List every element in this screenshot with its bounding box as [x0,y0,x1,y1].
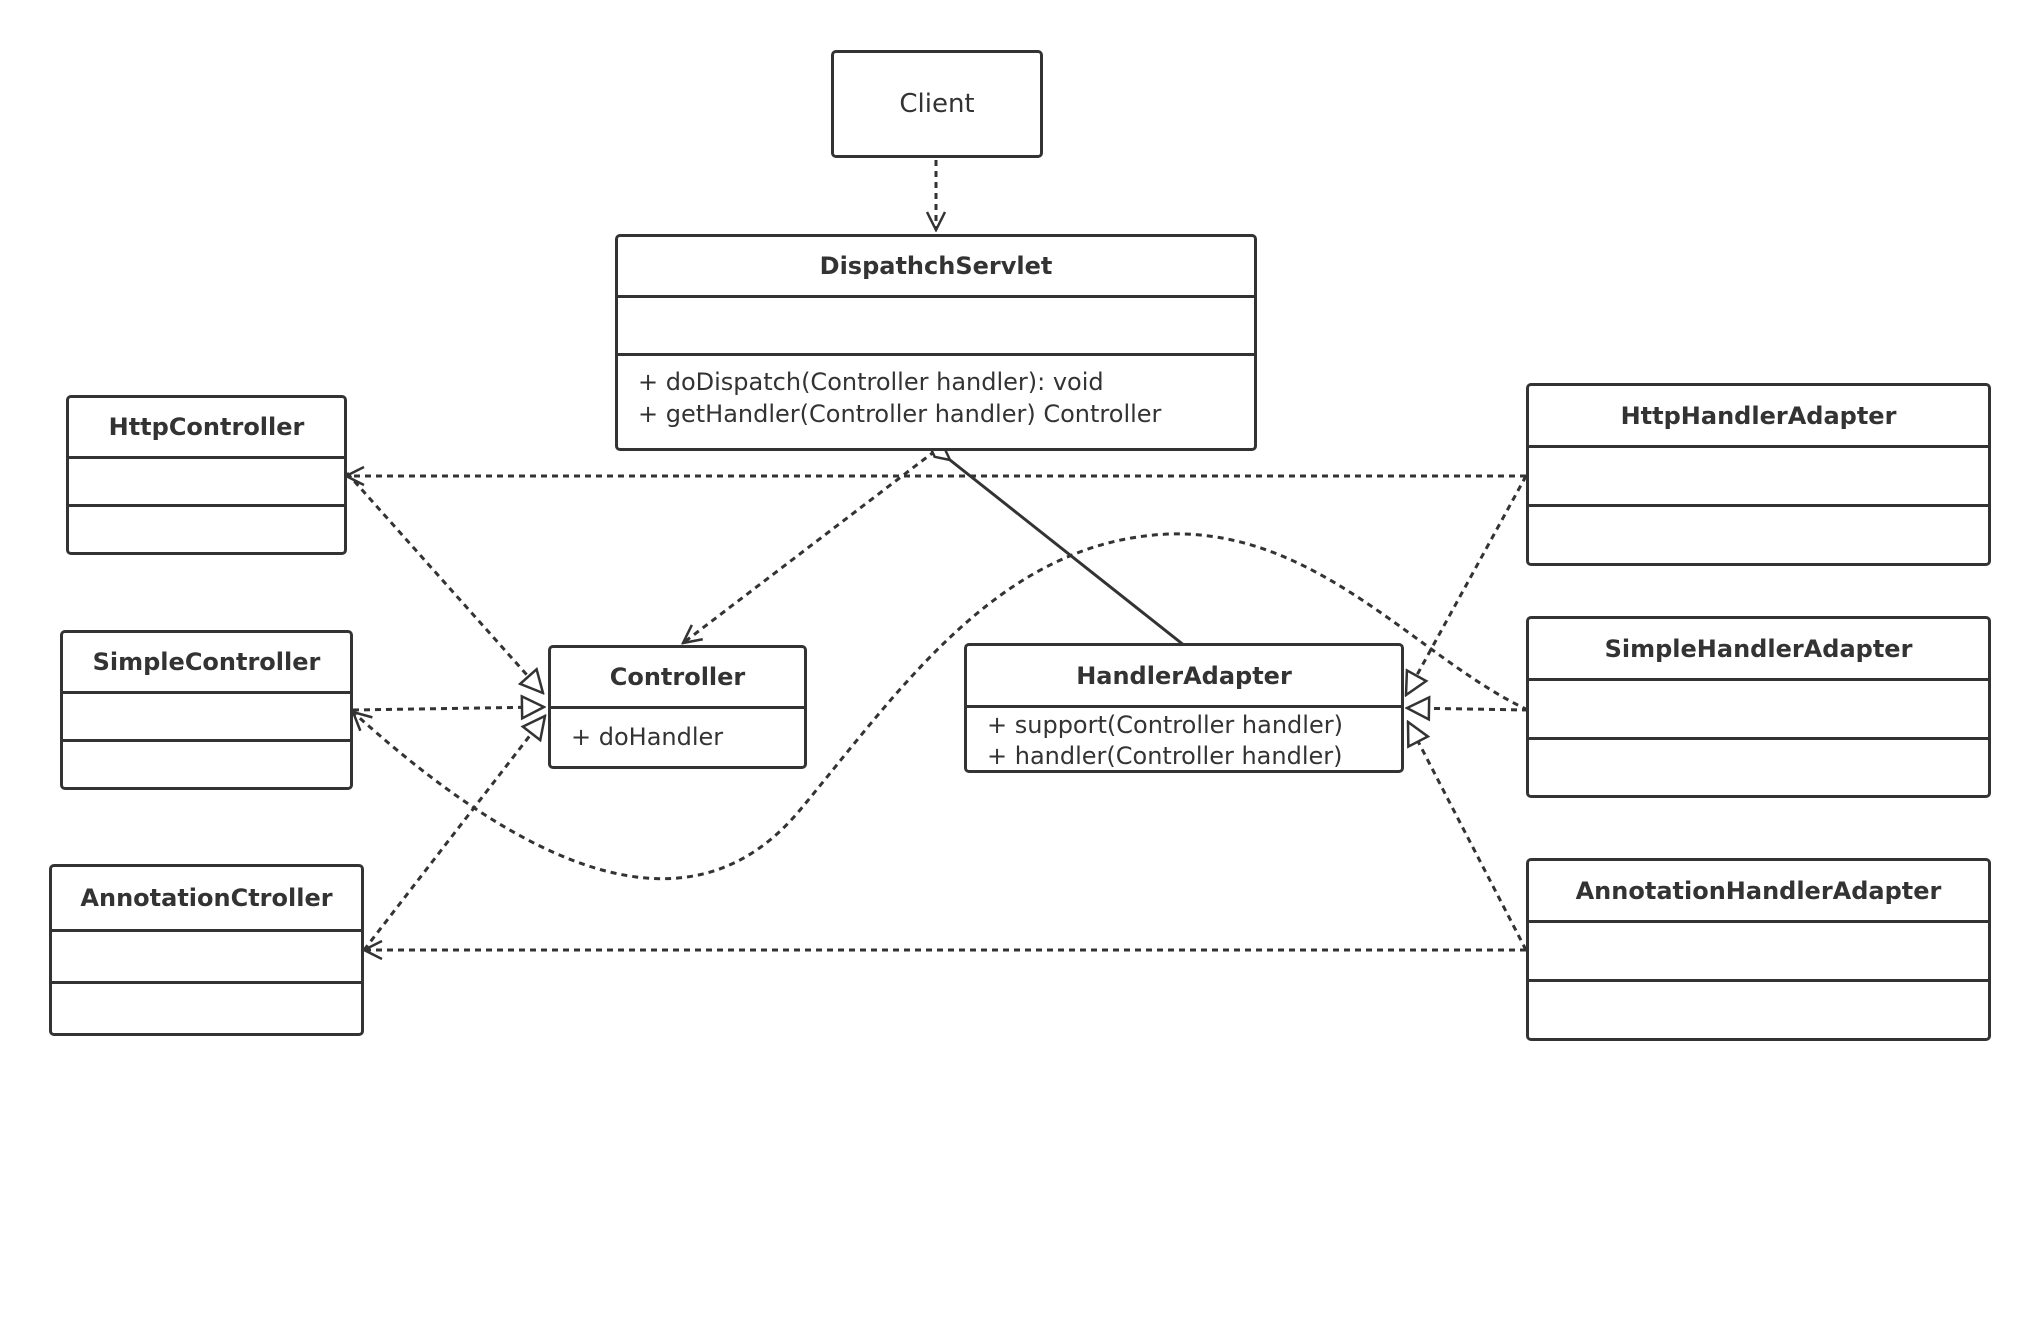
client-class: Client [831,50,1043,158]
http-controller-attributes [69,456,344,504]
http-controller-class-name: HttpController [108,413,305,441]
simple-controller-class: SimpleController [60,630,353,790]
annotation-handler-adapter-class-name: AnnotationHandlerAdapter [1575,876,1942,905]
http-handler-adapter-class-name: HttpHandlerAdapter [1620,401,1897,430]
controller-interface: Controller + doHandler [548,645,807,769]
http-handler-adapter-operations [1529,504,1988,563]
edge-dispatch-aggregates-handleradapter [950,460,1186,648]
dispatch-servlet-operation: + getHandler(Controller handler) Control… [638,400,1162,428]
handler-adapter-interface-operation: + handler(Controller handler) [987,742,1343,770]
dispatch-servlet-operations: + doDispatch(Controller handler): void +… [618,353,1254,448]
edge-httpcontroller-realizes-controller [345,472,543,693]
controller-interface-name: Controller [609,663,746,691]
edge-simplehandleradapter-realizes-handleradapter [1407,708,1529,710]
simple-handler-adapter-class-name: SimpleHandlerAdapter [1604,634,1913,663]
http-controller-operations [69,504,344,552]
simple-controller-operations [63,739,350,787]
edge-annotationcontroller-realizes-controller [362,716,545,951]
annotation-controller-class-name: AnnotationCtroller [80,884,333,912]
handler-adapter-interface: HandlerAdapter + support(Controller hand… [964,643,1404,773]
http-handler-adapter-attributes [1529,445,1988,504]
simple-handler-adapter-attributes [1529,678,1988,737]
dispatch-servlet-operation: + doDispatch(Controller handler): void [638,368,1104,396]
handler-adapter-interface-operation: + support(Controller handler) [987,711,1343,739]
http-controller-class: HttpController [66,395,347,555]
http-handler-adapter-class: HttpHandlerAdapter [1526,383,1991,566]
annotation-handler-adapter-attributes [1529,920,1988,979]
controller-interface-operation: + doHandler [571,723,724,751]
annotation-handler-adapter-operations [1529,979,1988,1038]
handler-adapter-interface-name: HandlerAdapter [1076,661,1292,690]
client-class-name: Client [899,89,975,119]
edge-annotationhandleradapter-realizes-handleradapter [1406,722,1528,951]
simple-handler-adapter-operations [1529,737,1988,795]
handler-adapter-interface-operations: + support(Controller handler) + handler(… [967,705,1401,770]
edge-dispatch-to-controller [683,449,936,643]
dispatch-servlet-class-name: DispathchServlet [819,252,1053,280]
simple-handler-adapter-class: SimpleHandlerAdapter [1526,616,1991,798]
simple-controller-attributes [63,691,350,739]
dispatch-servlet-class: DispathchServlet + doDispatch(Controller… [615,234,1257,451]
annotation-controller-class: AnnotationCtroller [49,864,364,1036]
annotation-controller-attributes [52,929,361,981]
annotation-controller-operations [52,981,361,1033]
simple-controller-class-name: SimpleController [92,648,321,676]
dispatch-servlet-attributes [618,295,1254,353]
edge-httphandleradapter-realizes-handleradapter [1406,475,1528,695]
edge-simplehandleradapter-uses-simplecontroller [353,532,1529,881]
controller-interface-operations: + doHandler [551,706,804,766]
annotation-handler-adapter-class: AnnotationHandlerAdapter [1526,858,1991,1041]
edge-simplecontroller-realizes-controller [352,707,544,710]
